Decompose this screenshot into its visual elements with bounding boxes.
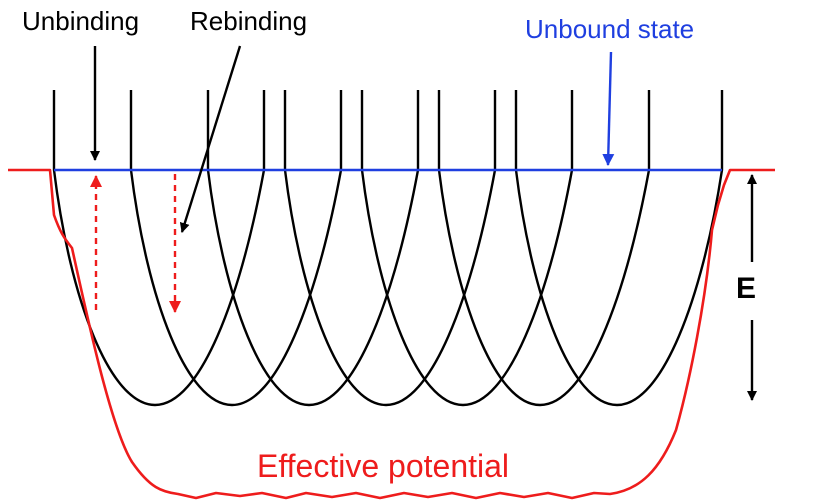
unbinding-label: Unbinding [22,6,139,36]
unbound-state-label: Unbound state [525,14,694,44]
binding-well [52,90,266,407]
binding-well [360,90,574,407]
binding-well [206,90,420,407]
binding-well [283,90,497,407]
binding-wells [52,90,724,407]
energy-label: E [736,272,756,305]
binding-well [514,90,724,407]
binding-well [129,90,343,407]
unbound-state-pointer-arrow [602,51,615,166]
effective-potential-label: Effective potential [257,448,509,484]
rebinding-label: Rebinding [190,6,307,36]
binding-well [437,90,651,407]
effective-potential-curve [8,168,775,500]
rebinding-pointer-arrow [179,45,242,233]
